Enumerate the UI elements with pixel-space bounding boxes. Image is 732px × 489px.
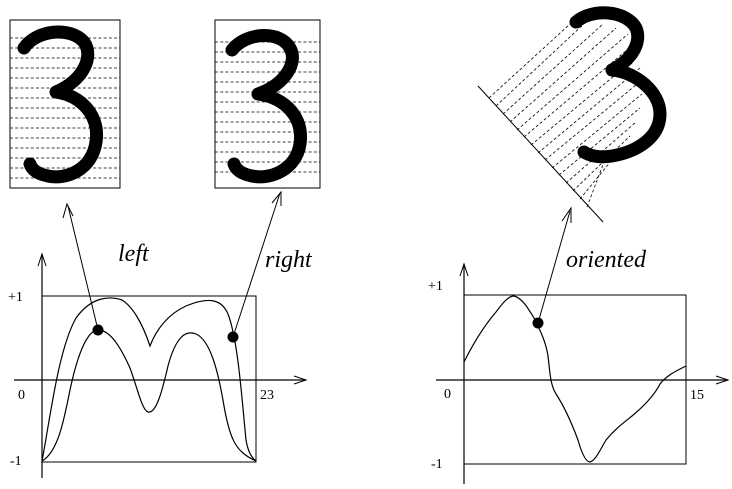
left-profile-lower-curve [41, 329, 257, 462]
right-scan-panel [214, 19, 321, 189]
left-profile-upper-curve [41, 297, 257, 462]
arrow-right [232, 192, 281, 338]
right-plot-y-arrow [459, 262, 469, 277]
oriented-profile-curve [463, 295, 687, 463]
left-plot-x-end-label: 23 [260, 388, 274, 403]
right-plot-x-arrow [715, 375, 730, 385]
right-plot-x-end-label: 15 [690, 388, 704, 403]
left-scan-lines [10, 37, 120, 179]
left-scan-frame [9, 19, 121, 189]
digit-three-oriented [569, 6, 667, 164]
left-plot-y-top-label: +1 [8, 290, 23, 305]
left-plot-y-bottom-label: -1 [10, 454, 22, 469]
oriented-profile-point [532, 317, 544, 329]
right-label: right [265, 247, 313, 273]
oriented-base-line [477, 85, 604, 223]
right-plot-y-bottom-label: -1 [431, 457, 443, 472]
left-profile-point [92, 324, 104, 336]
left-plot-y-arrow [37, 252, 47, 267]
left-plot-x-arrow [293, 375, 308, 385]
right-plot-x-start-label: 0 [444, 387, 451, 402]
arrow-left-head [62, 202, 74, 219]
oriented-scan-lines [488, 21, 643, 208]
digit-three-middle [225, 29, 308, 184]
right-plot-y-top-label: +1 [428, 279, 443, 294]
arrow-oriented-head [561, 206, 572, 223]
arrow-oriented [537, 210, 571, 324]
left-label: left [118, 241, 150, 267]
digit-three-left [17, 25, 104, 184]
left-scan-panel [9, 19, 121, 189]
arrow-right-head [271, 190, 282, 206]
right-profile-point [227, 331, 239, 343]
oriented-scan-panel [477, 6, 667, 223]
arrow-left [67, 205, 99, 331]
left-profile-plot: +1 -1 0 23 [8, 252, 308, 478]
oriented-profile-plot: +1 -1 0 15 [428, 262, 730, 484]
oriented-label: oriented [566, 247, 647, 273]
arrows [62, 190, 572, 338]
right-scan-frame [214, 19, 321, 189]
left-plot-x-start-label: 0 [18, 388, 25, 403]
